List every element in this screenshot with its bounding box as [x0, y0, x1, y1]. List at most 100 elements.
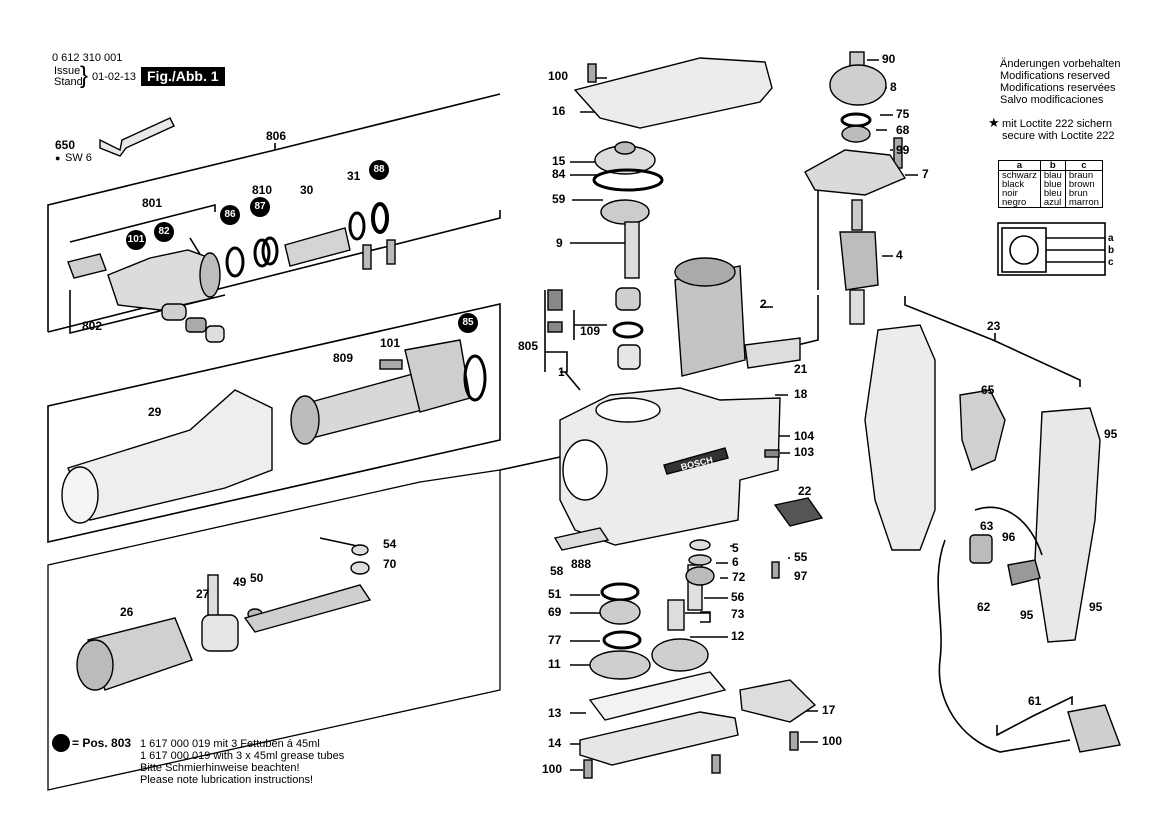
footer-line: Please note lubrication instructions! — [140, 774, 314, 786]
label-801: 801 — [142, 196, 163, 210]
label-97: 97 — [794, 569, 808, 583]
box-29 — [47, 302, 501, 544]
part-number: 0 612 310 001 — [52, 52, 123, 64]
bracket-109 — [573, 310, 607, 340]
figure-label: Fig./Abb. 1 — [141, 67, 225, 86]
label-103: 103 — [794, 445, 815, 459]
wire-letter: a — [1108, 233, 1114, 244]
label-101: 101 — [380, 336, 401, 350]
label-805: 805 — [518, 339, 539, 353]
label-4: 4 — [896, 248, 903, 262]
handle-left — [864, 324, 936, 551]
issue-label: Issue — [54, 65, 81, 77]
color-cell: schwarz black noir negro — [998, 170, 1041, 208]
label-75: 75 — [896, 107, 910, 121]
label-16: 16 — [552, 104, 566, 118]
color-cell-text: braun — [1068, 170, 1094, 181]
color-cell-text: marron — [1068, 197, 1099, 208]
loctite-note-de: mit Loctite 222 sichern — [1002, 118, 1113, 130]
label-17: 17 — [822, 703, 836, 717]
label-6: 6 — [732, 555, 739, 569]
label-90: 90 — [882, 52, 896, 66]
label-2: 2 — [760, 297, 767, 311]
wire-color-table: a b c schwarz black noir negro blau blue… — [998, 160, 1103, 208]
label-50: 50 — [250, 571, 264, 585]
label-84: 84 — [552, 167, 566, 181]
label-56: 56 — [731, 590, 745, 604]
bracket-806-right — [47, 210, 501, 333]
label-14: 14 — [548, 736, 562, 750]
guide-tube — [299, 371, 431, 439]
label-31: 31 — [347, 169, 361, 183]
loctite-note-en: secure with Loctite 222 — [1002, 130, 1115, 142]
label-95-mid: 95 — [1020, 608, 1034, 622]
color-cell-text: brun — [1068, 188, 1088, 199]
label-99: 99 — [896, 143, 910, 157]
star-icon: ★ — [988, 115, 1000, 130]
brace: } — [80, 62, 89, 89]
color-header: b — [1039, 160, 1066, 171]
label-21: 21 — [794, 362, 808, 376]
label-802: 802 — [82, 319, 103, 333]
label-59: 59 — [552, 192, 566, 206]
label-8: 8 — [890, 80, 897, 94]
color-cell-text: blue — [1043, 179, 1062, 190]
color-cell-text: brown — [1068, 179, 1095, 190]
label-26: 26 — [120, 605, 134, 619]
badge-85: 85 — [458, 313, 478, 333]
color-header: a — [998, 160, 1041, 171]
color-cell-text: noir — [1002, 188, 1018, 199]
label-54: 54 — [383, 537, 397, 551]
label-5: 5 — [732, 541, 739, 555]
changes-line: Modifications reserved — [1000, 70, 1111, 82]
color-cell-text: blau — [1043, 170, 1062, 181]
power-cable — [937, 539, 1071, 753]
label-100-right: 100 — [822, 734, 843, 748]
box-26 — [47, 469, 501, 791]
wire-letter: c — [1108, 257, 1114, 268]
sw-bullet-icon: ● — [55, 153, 61, 163]
badge-88: 88 — [369, 160, 389, 180]
badge-82: 82 — [154, 222, 174, 242]
grease-bullet-icon — [52, 734, 70, 752]
footer-note: 1 617 000 019 mit 3 Fettuben á 45ml 1 61… — [140, 738, 344, 786]
color-cell: blau blue bleu azul — [1039, 170, 1066, 208]
label-1: 1 — [558, 365, 565, 379]
label-29: 29 — [148, 405, 162, 419]
label-9: 9 — [556, 236, 563, 250]
base-plate — [579, 711, 739, 766]
footer-line: 1 617 000 019 mit 3 Fettuben á 45ml — [140, 738, 320, 750]
label-650: 650 — [55, 138, 76, 152]
label-12: 12 — [731, 629, 745, 643]
label-51: 51 — [548, 587, 562, 601]
color-cell: braun brown brun marron — [1064, 170, 1103, 208]
label-11: 11 — [548, 657, 561, 671]
label-58: 58 — [550, 564, 564, 578]
bracket-23 — [904, 296, 1081, 387]
color-cell-text: azul — [1043, 197, 1062, 208]
label-888: 888 — [571, 557, 592, 571]
striker — [284, 227, 351, 267]
label-809: 809 — [333, 351, 354, 365]
footer-line: 1 617 000 019 with 3 x 45ml grease tubes — [140, 750, 345, 762]
label-30: 30 — [300, 183, 314, 197]
label-49: 49 — [233, 575, 247, 589]
label-73: 73 — [731, 607, 745, 621]
hex-key — [99, 117, 175, 157]
gear-11 — [589, 650, 651, 680]
bracket-801 — [69, 203, 216, 243]
bearing-flange — [804, 149, 907, 196]
bracket-61 — [996, 695, 1073, 737]
badge-87: 87 — [250, 197, 270, 217]
label-69: 69 — [548, 605, 562, 619]
label-65: 65 — [981, 383, 995, 397]
issue-date: 01-02-13 — [92, 71, 137, 83]
changes-note: Änderungen vorbehalten Modifications res… — [1000, 58, 1120, 106]
color-cell-text: bleu — [1043, 188, 1062, 199]
label-70: 70 — [383, 557, 397, 571]
label-62: 62 — [977, 600, 991, 614]
label-100-top: 100 — [548, 69, 569, 83]
label-96: 96 — [1002, 530, 1016, 544]
badge-86: 86 — [220, 205, 240, 225]
